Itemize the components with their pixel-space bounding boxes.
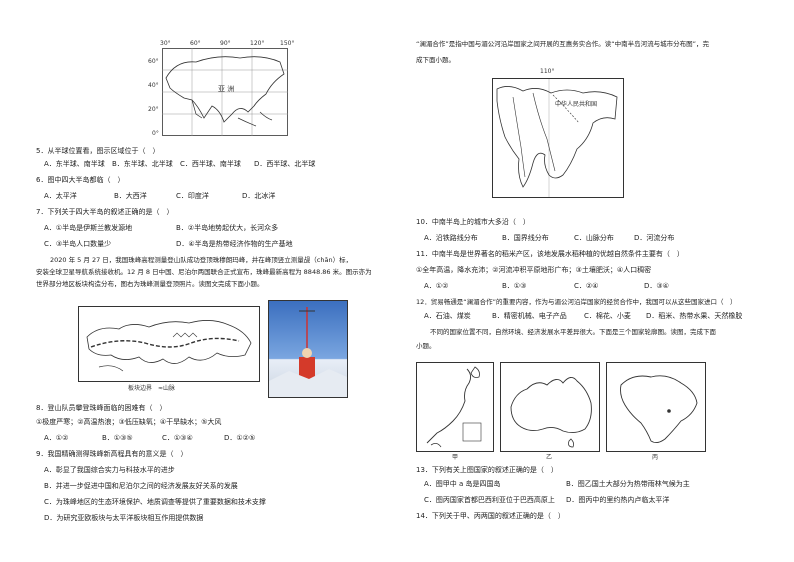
q9-option-c[interactable]: C．为珠峰地区的生态环境保护、地质调查等提供了重要数据和技术支撑 — [44, 498, 266, 506]
figure-label-jia: 甲 — [452, 454, 459, 461]
passage-line: 安装全球卫星导航系统接收机。12 月 8 日中国、尼泊尔两国联合正式宣布，珠峰最… — [36, 268, 372, 276]
q10-option-a[interactable]: A．沿铁路线分布 — [424, 234, 478, 242]
q12-option-c[interactable]: C．棉花、小麦 — [584, 312, 631, 320]
asia-outline-map — [162, 48, 288, 136]
passage-line: 2020 年 5 月 27 日，我国珠峰高程测量登山队成功登顶珠穆朗玛峰，并在峰… — [50, 256, 353, 264]
q12-option-b[interactable]: B．精密机械、电子产品 — [492, 312, 567, 320]
intro-line: “澜湄合作”是指中国与湄公河沿岸国家之间开展的互惠务实合作。读“中南半岛河流与城… — [416, 40, 709, 48]
intro-line: 成下面小题。 — [416, 56, 455, 64]
figure-label-yi: 乙 — [546, 454, 553, 461]
question-14-stem: 14．下列关于甲、丙两国的叙述正确的是（ ） — [416, 512, 565, 520]
lon-tick: 150° — [280, 40, 295, 47]
plate-map-drawing — [86, 320, 252, 372]
lon-tick: 90° — [220, 40, 231, 47]
q8-items: ①极度严寒；②高温热浪；③低压缺氧；④干旱缺水；⑤大风 — [36, 418, 222, 426]
question-8-stem: 8．登山队员攀登珠峰面临的困难有（ ） — [36, 404, 167, 412]
q5-option-c[interactable]: C．西半球、南半球 — [180, 160, 241, 168]
region-label: 亚 洲 — [218, 85, 235, 93]
q7-option-a[interactable]: A．①半岛是伊斯兰教发源地 — [44, 224, 133, 232]
q9-option-b[interactable]: B．并进一步促进中国和尼泊尔之间的经济发展友好关系的发展 — [44, 482, 238, 490]
q11-option-b[interactable]: B．①③ — [502, 282, 527, 290]
q8-option-b[interactable]: B．①③⑤ — [102, 434, 133, 442]
question-13-stem: 13．下列有关上图国家的叙述正确的是（ ） — [416, 466, 558, 474]
lat-tick: 60° — [148, 58, 159, 65]
question-5-stem: 5．从半球位置看，图示区域位于（ ） — [36, 147, 160, 155]
q8-option-d[interactable]: D．①②⑤ — [224, 434, 256, 442]
asia-map-figure: 30° 60° 90° 120° 150° 60° 40° 20° 0° 亚 洲 — [148, 40, 298, 140]
q6-option-d[interactable]: D．北冰洋 — [242, 192, 276, 200]
q13-option-d[interactable]: D．图丙中的里约热内卢临太平洋 — [566, 496, 670, 504]
q5-option-d[interactable]: D．西半球、北半球 — [254, 160, 316, 168]
q5-option-a[interactable]: A．东半球、南半球 — [44, 160, 105, 168]
lon-tick: 60° — [190, 40, 201, 47]
plate-map-legend: 板块边界 ≈山脉 — [128, 385, 176, 392]
lon-tick: 30° — [160, 40, 171, 47]
q13-option-b[interactable]: B．图乙国土大部分为热带雨林气候为主 — [566, 480, 690, 488]
question-7-stem: 7．下列关于四大半岛的叙述正确的是（ ） — [36, 208, 174, 216]
q11-option-c[interactable]: C．②④ — [574, 282, 599, 290]
q6-option-a[interactable]: A．太平洋 — [44, 192, 77, 200]
q11-option-d[interactable]: D．③④ — [644, 282, 669, 290]
question-12-stem: 12．贸易畅通是“澜湄合作”的重要内容，作为与湄公河沿岸国家的经贸合作中，我国可… — [416, 298, 737, 306]
q10-option-b[interactable]: B．国界线分布 — [502, 234, 549, 242]
q13-option-a[interactable]: A．图甲中 a 岛是四国岛 — [424, 480, 501, 488]
lon-tick: 120° — [250, 40, 265, 47]
japan-outline — [426, 366, 482, 448]
question-9-stem: 9．我国精确测得珠峰新高程具有的意义是（ ） — [36, 450, 188, 458]
q7-option-d[interactable]: D．④半岛是热带经济作物的生产基地 — [176, 240, 293, 248]
lon-tick: 110° — [540, 68, 555, 75]
lat-tick: 0° — [152, 130, 159, 137]
country-label: 中华人民共和国 — [555, 101, 598, 108]
q7-option-b[interactable]: B．②半岛地势起伏大，长河众多 — [176, 224, 279, 232]
climber-figure — [269, 307, 347, 397]
question-6-stem: 6．图中四大半岛都临（ ） — [36, 176, 125, 184]
country-outline-yi — [500, 362, 600, 452]
question-10-stem: 10．中南半岛上的城市大多沿（ ） — [416, 218, 530, 226]
brazil-outline — [620, 375, 698, 444]
q11-option-a[interactable]: A．①② — [424, 282, 449, 290]
q11-items: ①全年高温，降水充沛；②河流冲积平原地形广布；③土壤肥沃；④人口稠密 — [416, 266, 652, 274]
summit-photo — [268, 300, 348, 398]
q10-option-c[interactable]: C．山脉分布 — [574, 234, 614, 242]
indochina-map-figure: 110° 中华人民共和国 — [488, 68, 628, 200]
q12-option-d[interactable]: D．稻米、热带水果、天然橡胶 — [646, 312, 743, 320]
q12-option-a[interactable]: A．石油、煤炭 — [424, 312, 471, 320]
passage-line: 世界部分地区板块构造分布，图右为珠峰测量登顶照片。读图文完成下面小题。 — [36, 280, 264, 288]
lat-tick: 20° — [148, 106, 159, 113]
q8-option-a[interactable]: A．①② — [44, 434, 69, 442]
q10-option-d[interactable]: D．河流分布 — [634, 234, 675, 242]
passage2-line: 小题。 — [416, 342, 436, 350]
plate-boundary-map — [78, 306, 260, 382]
q5-option-b[interactable]: B．东半球、北半球 — [112, 160, 173, 168]
figure-label-bing: 丙 — [652, 454, 659, 461]
country-outline-jia — [416, 362, 494, 452]
q8-option-c[interactable]: C．①③④ — [162, 434, 193, 442]
q13-option-c[interactable]: C．图丙国家首都巴西利亚位于巴西高原上 — [424, 496, 555, 504]
australia-outline — [510, 377, 592, 448]
country-outline-bing — [606, 362, 706, 452]
indochina-map-drawing — [496, 79, 618, 197]
lat-tick: 40° — [148, 82, 159, 89]
q9-option-d[interactable]: D．为研究亚欧板块与太平洋板块相互作用提供数据 — [44, 514, 204, 522]
q9-option-a[interactable]: A．彰显了我国综合实力与科技水平的进步 — [44, 466, 175, 474]
q6-option-c[interactable]: C．印度洋 — [176, 192, 209, 200]
q7-option-c[interactable]: C．③半岛人口数量少 — [44, 240, 112, 248]
q6-option-b[interactable]: B．大西洋 — [114, 192, 147, 200]
question-11-stem: 11．中南半岛是世界著名的稻米产区，该地发展水稻种植的优越自然条件主要有（ ） — [416, 250, 684, 258]
passage2-line: 不同的国家位置不同，自然环境、经济发展水平差异很大。下面是三个国家轮廓图。读图，… — [430, 328, 716, 336]
indochina-map: 中华人民共和国 — [492, 78, 624, 198]
